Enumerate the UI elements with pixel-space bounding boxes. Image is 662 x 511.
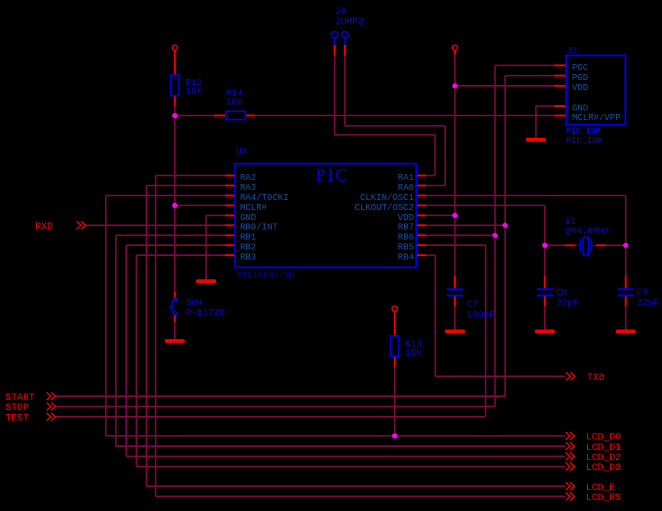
svg-text:22pF: 22pF (637, 297, 659, 308)
svg-text:RB2: RB2 (240, 243, 256, 253)
svg-text:LCD_D3: LCD_D3 (586, 462, 621, 473)
svg-text:QM4.0MHz: QM4.0MHz (565, 226, 610, 237)
svg-text:LCD_D0: LCD_D0 (586, 432, 621, 443)
svg-text:PIC16F84/SO: PIC16F84/SO (237, 270, 295, 280)
svg-text:SW4: SW4 (186, 297, 203, 308)
svg-text:RB1: RB1 (240, 233, 256, 243)
svg-text:J7: J7 (566, 45, 577, 56)
svg-text:RB0/INT: RB0/INT (240, 223, 278, 233)
svg-text:PIC_ISP: PIC_ISP (566, 136, 602, 146)
svg-text:GND: GND (240, 213, 256, 223)
svg-text:J6: J6 (335, 6, 347, 17)
svg-text:RA2: RA2 (240, 173, 256, 183)
svg-text:RB5: RB5 (398, 243, 414, 253)
svg-text:C8: C8 (556, 287, 567, 298)
svg-text:MCLR#/VPP: MCLR#/VPP (572, 113, 621, 123)
svg-text:10k: 10k (186, 86, 203, 97)
svg-text:CLKIN/OSC1: CLKIN/OSC1 (360, 193, 414, 203)
svg-text:LCD_RS: LCD_RS (586, 492, 621, 503)
svg-text:X1: X1 (565, 216, 577, 227)
svg-text:RXD: RXD (35, 221, 53, 232)
svg-text:RA1: RA1 (398, 173, 414, 183)
svg-text:RB3: RB3 (240, 253, 256, 263)
svg-text:JUMP2: JUMP2 (335, 16, 364, 27)
svg-text:LCD_D1: LCD_D1 (586, 442, 621, 453)
svg-text:PGD: PGD (572, 73, 588, 83)
svg-text:RB4: RB4 (398, 253, 414, 263)
svg-text:GND: GND (572, 103, 588, 113)
svg-text:CLKOUT/OSC2: CLKOUT/OSC2 (355, 203, 414, 213)
svg-text:RB6: RB6 (398, 233, 414, 243)
svg-text:VDD: VDD (398, 213, 414, 223)
svg-text:100nF: 100nF (467, 309, 495, 320)
svg-text:LCD_E: LCD_E (586, 482, 616, 493)
svg-text:PGC: PGC (572, 63, 589, 73)
svg-text:LCD_D2: LCD_D2 (586, 452, 621, 463)
svg-text:TEST: TEST (5, 412, 29, 423)
svg-text:PIC: PIC (316, 165, 350, 185)
svg-text:U3: U3 (236, 146, 247, 157)
svg-text:RA0: RA0 (398, 183, 414, 193)
svg-text:R13: R13 (405, 338, 422, 349)
svg-text:MCLR#: MCLR# (240, 203, 268, 213)
svg-text:P-B1720: P-B1720 (186, 307, 225, 318)
svg-text:TXD: TXD (587, 372, 605, 383)
svg-text:100: 100 (226, 97, 243, 108)
svg-text:RA4/T0CKI: RA4/T0CKI (240, 193, 289, 203)
svg-text:10k: 10k (405, 347, 422, 358)
svg-text:C9: C9 (637, 287, 648, 298)
svg-text:R12: R12 (186, 77, 203, 88)
svg-text:VDD: VDD (572, 83, 588, 93)
svg-text:C7: C7 (467, 299, 478, 310)
svg-text:RB7: RB7 (398, 223, 414, 233)
svg-text:PIC_ISP: PIC_ISP (566, 127, 600, 136)
svg-text:R14: R14 (226, 87, 243, 98)
svg-text:START: START (5, 392, 35, 403)
svg-text:RA3: RA3 (240, 183, 256, 193)
svg-text:STOP: STOP (5, 402, 29, 413)
svg-text:22pF: 22pF (556, 298, 578, 309)
